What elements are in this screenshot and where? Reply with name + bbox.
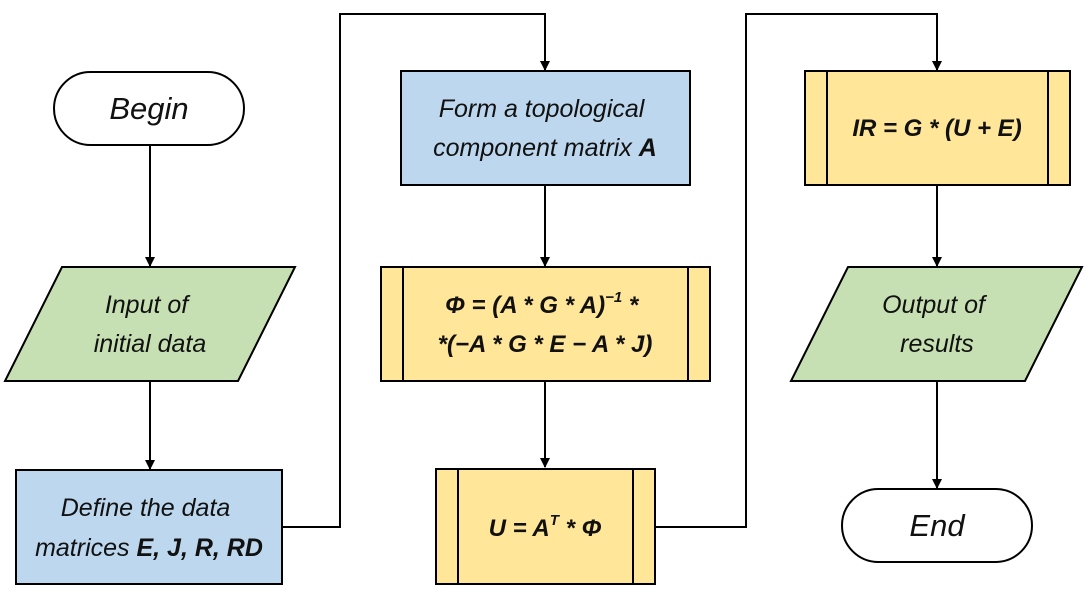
end-label: End <box>909 508 966 543</box>
phi-label-line1-sup: −1 <box>605 289 622 306</box>
input-label-line2: initial data <box>94 330 207 358</box>
ir-subprocess: IR = G * (U + E) <box>804 70 1071 186</box>
define-label-line1: Define the data <box>61 494 231 522</box>
u-label-main: U = A <box>489 515 550 542</box>
form-matrix-process: Form a topological component matrix A <box>400 70 691 186</box>
begin-label: Begin <box>109 91 188 126</box>
begin-terminal: Begin <box>53 71 245 146</box>
define-label-line2-bold: E, J, R, RD <box>136 534 262 562</box>
output-label-line1: Output of <box>882 291 988 319</box>
phi-label-line2: *(−A * G * E − A * J) <box>438 331 653 358</box>
input-label-line1: Input of <box>105 291 191 319</box>
arrow-define-to-form <box>283 13 550 528</box>
form-label-line1: Form a topological <box>439 95 646 123</box>
end-shape <box>841 488 1033 563</box>
input-data-parallelogram: Input of initial data <box>3 266 297 382</box>
output-label-line2: results <box>900 330 974 358</box>
svg-text:Output of results: Output of results <box>882 291 992 358</box>
output-results-parallelogram: Output of results <box>789 266 1084 382</box>
define-shape <box>15 469 283 585</box>
end-terminal: End <box>841 488 1033 563</box>
phi-shape <box>380 266 711 382</box>
ir-label: IR = G * (U + E) <box>852 115 1021 142</box>
form-label-line2-bold: A <box>638 134 657 162</box>
define-data-process: Define the data matrices E, J, R, RD <box>15 469 283 585</box>
svg-text:Φ = (A * G * A)−1 * *(−A: Φ = (A * G * A)−1 * *(−A * G * E − A * J… <box>438 289 653 358</box>
arrow-u-to-ir <box>655 13 942 528</box>
u-shape <box>435 468 656 585</box>
phi-subprocess: Φ = (A * G * A)−1 * *(−A * G * E − A * J… <box>380 266 711 382</box>
input-shape <box>3 266 297 382</box>
svg-text:Form a topological compo: Form a topological component matrix A <box>433 95 657 162</box>
output-shape <box>789 266 1084 382</box>
define-label-line2-prefix: matrices <box>35 534 136 562</box>
phi-label-line1-end: * <box>622 292 640 319</box>
form-label-line2-prefix: component matrix <box>433 134 639 162</box>
phi-label-line1-main: Φ = (A * G * A) <box>445 292 605 319</box>
u-label-sup: T <box>550 512 561 529</box>
svg-text:Define the data matrices: Define the data matrices E, J, R, RD <box>35 494 263 562</box>
u-label-end: * Φ <box>559 515 602 542</box>
form-shape <box>400 70 691 186</box>
u-subprocess: U = AT * Φ <box>435 468 656 585</box>
begin-shape <box>53 71 245 146</box>
svg-text:U = AT * Φ: U = AT * Φ <box>489 512 602 542</box>
svg-text:Input of initial data: Input of initial data <box>94 291 207 358</box>
ir-shape <box>804 70 1071 186</box>
